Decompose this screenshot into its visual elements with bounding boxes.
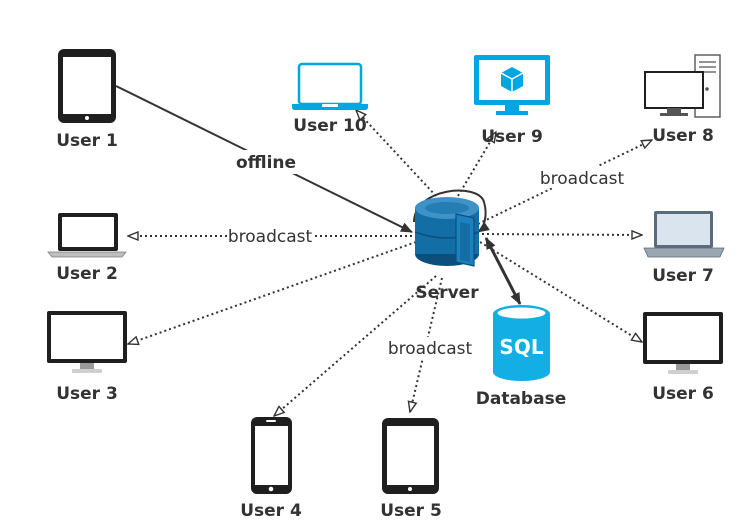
monitor-icon bbox=[47, 311, 127, 373]
edge-server-user3 bbox=[128, 241, 417, 344]
node-label-user4: User 4 bbox=[240, 501, 302, 521]
edge-server-user10 bbox=[356, 110, 437, 197]
node-user3[interactable]: User 3 bbox=[47, 311, 127, 404]
monitor-cube-icon bbox=[474, 55, 550, 115]
node-user8[interactable]: User 8 bbox=[644, 54, 721, 146]
node-label-user6: User 6 bbox=[652, 384, 714, 404]
node-user5[interactable]: User 5 bbox=[380, 418, 442, 521]
edge-label-broadcast-left: broadcast bbox=[228, 227, 313, 247]
edge-label-bg bbox=[228, 225, 314, 247]
node-user1[interactable]: User 1 bbox=[56, 49, 118, 151]
monitor-icon bbox=[643, 312, 723, 374]
laptop-icon bbox=[643, 211, 725, 258]
node-database[interactable]: SQL Database bbox=[476, 305, 566, 409]
edge-label-bg bbox=[384, 337, 476, 359]
database-icon-text: SQL bbox=[499, 335, 543, 359]
node-label-user2: User 2 bbox=[56, 264, 118, 284]
laptop-icon bbox=[292, 62, 368, 110]
node-user10[interactable]: User 10 bbox=[292, 62, 368, 136]
database-sql-icon: SQL bbox=[493, 305, 550, 381]
node-label-user1: User 1 bbox=[56, 131, 118, 151]
node-user4[interactable]: User 4 bbox=[240, 417, 302, 521]
edges bbox=[115, 85, 652, 416]
node-label-user9: User 9 bbox=[481, 127, 543, 147]
node-label-user10: User 10 bbox=[293, 116, 367, 136]
node-label-user3: User 3 bbox=[56, 384, 118, 404]
desktop-pc-icon bbox=[644, 54, 721, 118]
node-user9[interactable]: User 9 bbox=[474, 55, 550, 147]
node-server[interactable]: Server bbox=[414, 197, 480, 303]
edge-label-broadcast-upper-right: broadcast bbox=[540, 169, 625, 189]
node-user7[interactable]: User 7 bbox=[643, 211, 725, 286]
edge-label-broadcast-bottom: broadcast bbox=[388, 339, 473, 359]
node-label-database: Database bbox=[476, 389, 566, 409]
laptop-icon bbox=[47, 213, 127, 258]
phone-icon bbox=[251, 417, 292, 494]
tablet-icon bbox=[58, 49, 116, 123]
edge-labels: broadcast broadcast broadcast offline bbox=[228, 150, 628, 359]
edge-label-bg bbox=[230, 150, 300, 174]
tablet-icon bbox=[382, 418, 439, 494]
edge-server-user4 bbox=[274, 275, 437, 416]
server-cylinder-icon bbox=[414, 197, 480, 267]
node-label-user7: User 7 bbox=[652, 266, 714, 286]
edge-server-user7 bbox=[481, 234, 642, 235]
edge-label-offline: offline bbox=[236, 153, 296, 173]
node-label-server: Server bbox=[415, 283, 479, 303]
edge-label-bg bbox=[536, 166, 628, 188]
node-user6[interactable]: User 6 bbox=[643, 312, 723, 404]
edge-server-database bbox=[484, 237, 522, 305]
node-label-user8: User 8 bbox=[652, 126, 714, 146]
node-user2[interactable]: User 2 bbox=[47, 213, 127, 284]
node-label-user5: User 5 bbox=[380, 501, 442, 521]
